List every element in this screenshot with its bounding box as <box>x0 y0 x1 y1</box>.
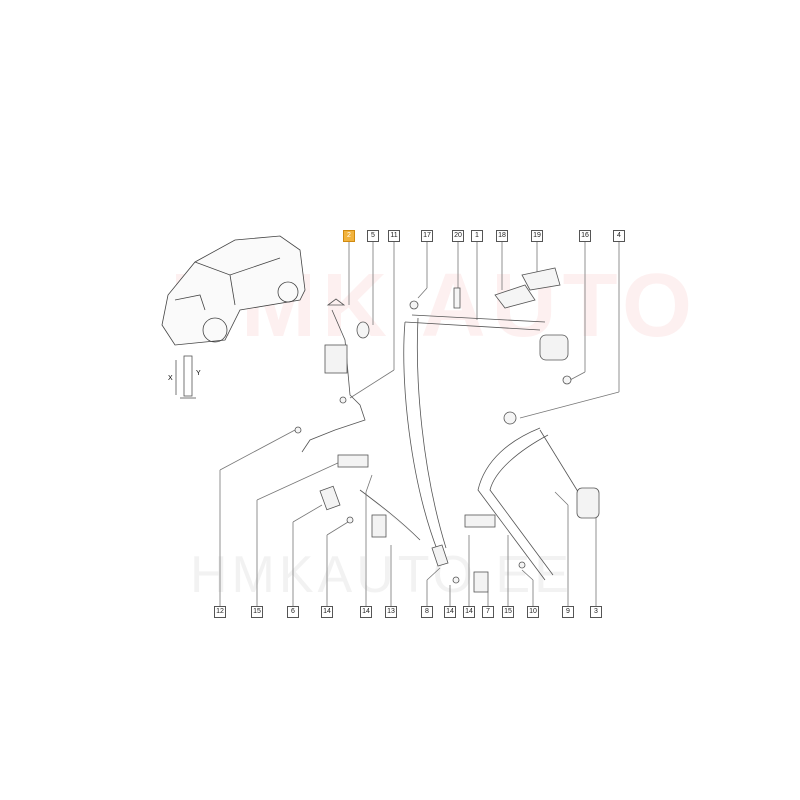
part-label-9[interactable]: 9 <box>562 606 574 618</box>
part-label-14[interactable]: 14 <box>360 606 372 618</box>
part-label-8[interactable]: 8 <box>421 606 433 618</box>
part-label-7[interactable]: 7 <box>482 606 494 618</box>
part-label-5[interactable]: 5 <box>367 230 379 242</box>
b-pillar-belt <box>403 314 569 567</box>
part-label-20[interactable]: 20 <box>452 230 464 242</box>
part-label-17[interactable]: 17 <box>421 230 433 242</box>
dimension-y-label: Y <box>196 370 201 377</box>
part-label-14[interactable]: 14 <box>444 606 456 618</box>
part-label-11[interactable]: 11 <box>388 230 400 242</box>
part-label-14[interactable]: 14 <box>321 606 333 618</box>
part-label-1[interactable]: 1 <box>471 230 483 242</box>
part-label-16[interactable]: 16 <box>579 230 591 242</box>
part-label-15[interactable]: 15 <box>502 606 514 618</box>
small-parts <box>294 267 572 584</box>
car-illustration <box>161 235 306 346</box>
part-label-15[interactable]: 15 <box>251 606 263 618</box>
part-label-6[interactable]: 6 <box>287 606 299 618</box>
part-label-18[interactable]: 18 <box>496 230 508 242</box>
part-label-14[interactable]: 14 <box>463 606 475 618</box>
part-label-13[interactable]: 13 <box>385 606 397 618</box>
part-label-2[interactable]: 2 <box>343 230 355 242</box>
rear-belt-right <box>477 427 600 581</box>
leader-lines <box>219 242 620 606</box>
part-label-10[interactable]: 10 <box>527 606 539 618</box>
watermark-site: HMKAUTO.EE <box>190 546 573 604</box>
dimension-icon <box>175 355 196 399</box>
dimension-x-label: X <box>168 375 173 382</box>
part-label-12[interactable]: 12 <box>214 606 226 618</box>
front-belt-left <box>301 298 366 453</box>
buckles <box>319 454 496 593</box>
part-label-19[interactable]: 19 <box>531 230 543 242</box>
part-label-3[interactable]: 3 <box>590 606 602 618</box>
part-label-4[interactable]: 4 <box>613 230 625 242</box>
